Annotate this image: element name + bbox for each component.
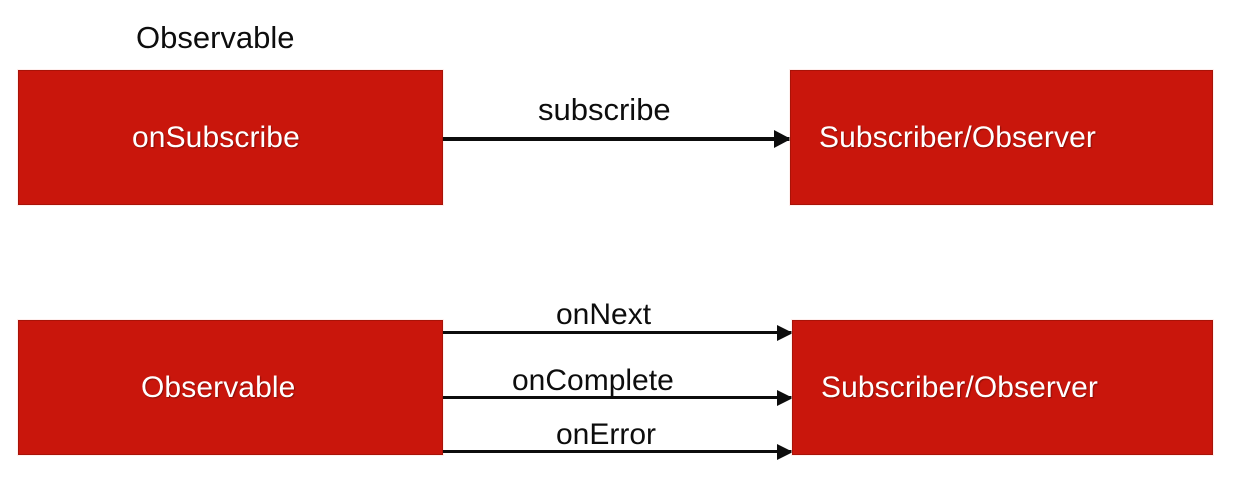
node-subscriber-observer-top-label: Subscriber/Observer <box>819 121 1096 154</box>
node-observable[interactable]: Observable <box>18 320 443 455</box>
arrow-on-complete-head <box>777 389 793 406</box>
arrow-label-on-error: onError <box>556 418 657 451</box>
arrow-on-error <box>443 443 793 460</box>
node-on-subscribe[interactable]: onSubscribe <box>18 70 443 205</box>
node-subscriber-observer-bottom[interactable]: Subscriber/Observer <box>792 320 1213 455</box>
arrow-subscribe-shaft <box>443 137 790 141</box>
arrow-label-on-next: onNext <box>556 298 652 331</box>
observable-title-label: Observable <box>136 20 295 55</box>
arrow-subscribe <box>443 130 791 148</box>
node-subscriber-observer-bottom-label: Subscriber/Observer <box>821 371 1098 404</box>
arrow-on-complete-shaft <box>443 396 792 399</box>
arrow-on-next <box>443 324 793 341</box>
arrow-label-subscribe: subscribe <box>538 92 671 127</box>
node-observable-label: Observable <box>141 371 296 404</box>
arrow-on-error-head <box>777 443 793 460</box>
arrow-on-error-shaft <box>443 450 792 453</box>
arrow-label-on-complete: onComplete <box>512 364 674 397</box>
arrow-on-next-head <box>777 324 793 341</box>
arrow-on-next-shaft <box>443 331 792 334</box>
node-subscriber-observer-top[interactable]: Subscriber/Observer <box>790 70 1213 205</box>
arrow-on-complete <box>443 389 793 406</box>
node-on-subscribe-label: onSubscribe <box>132 121 300 154</box>
arrow-subscribe-head <box>774 130 791 148</box>
